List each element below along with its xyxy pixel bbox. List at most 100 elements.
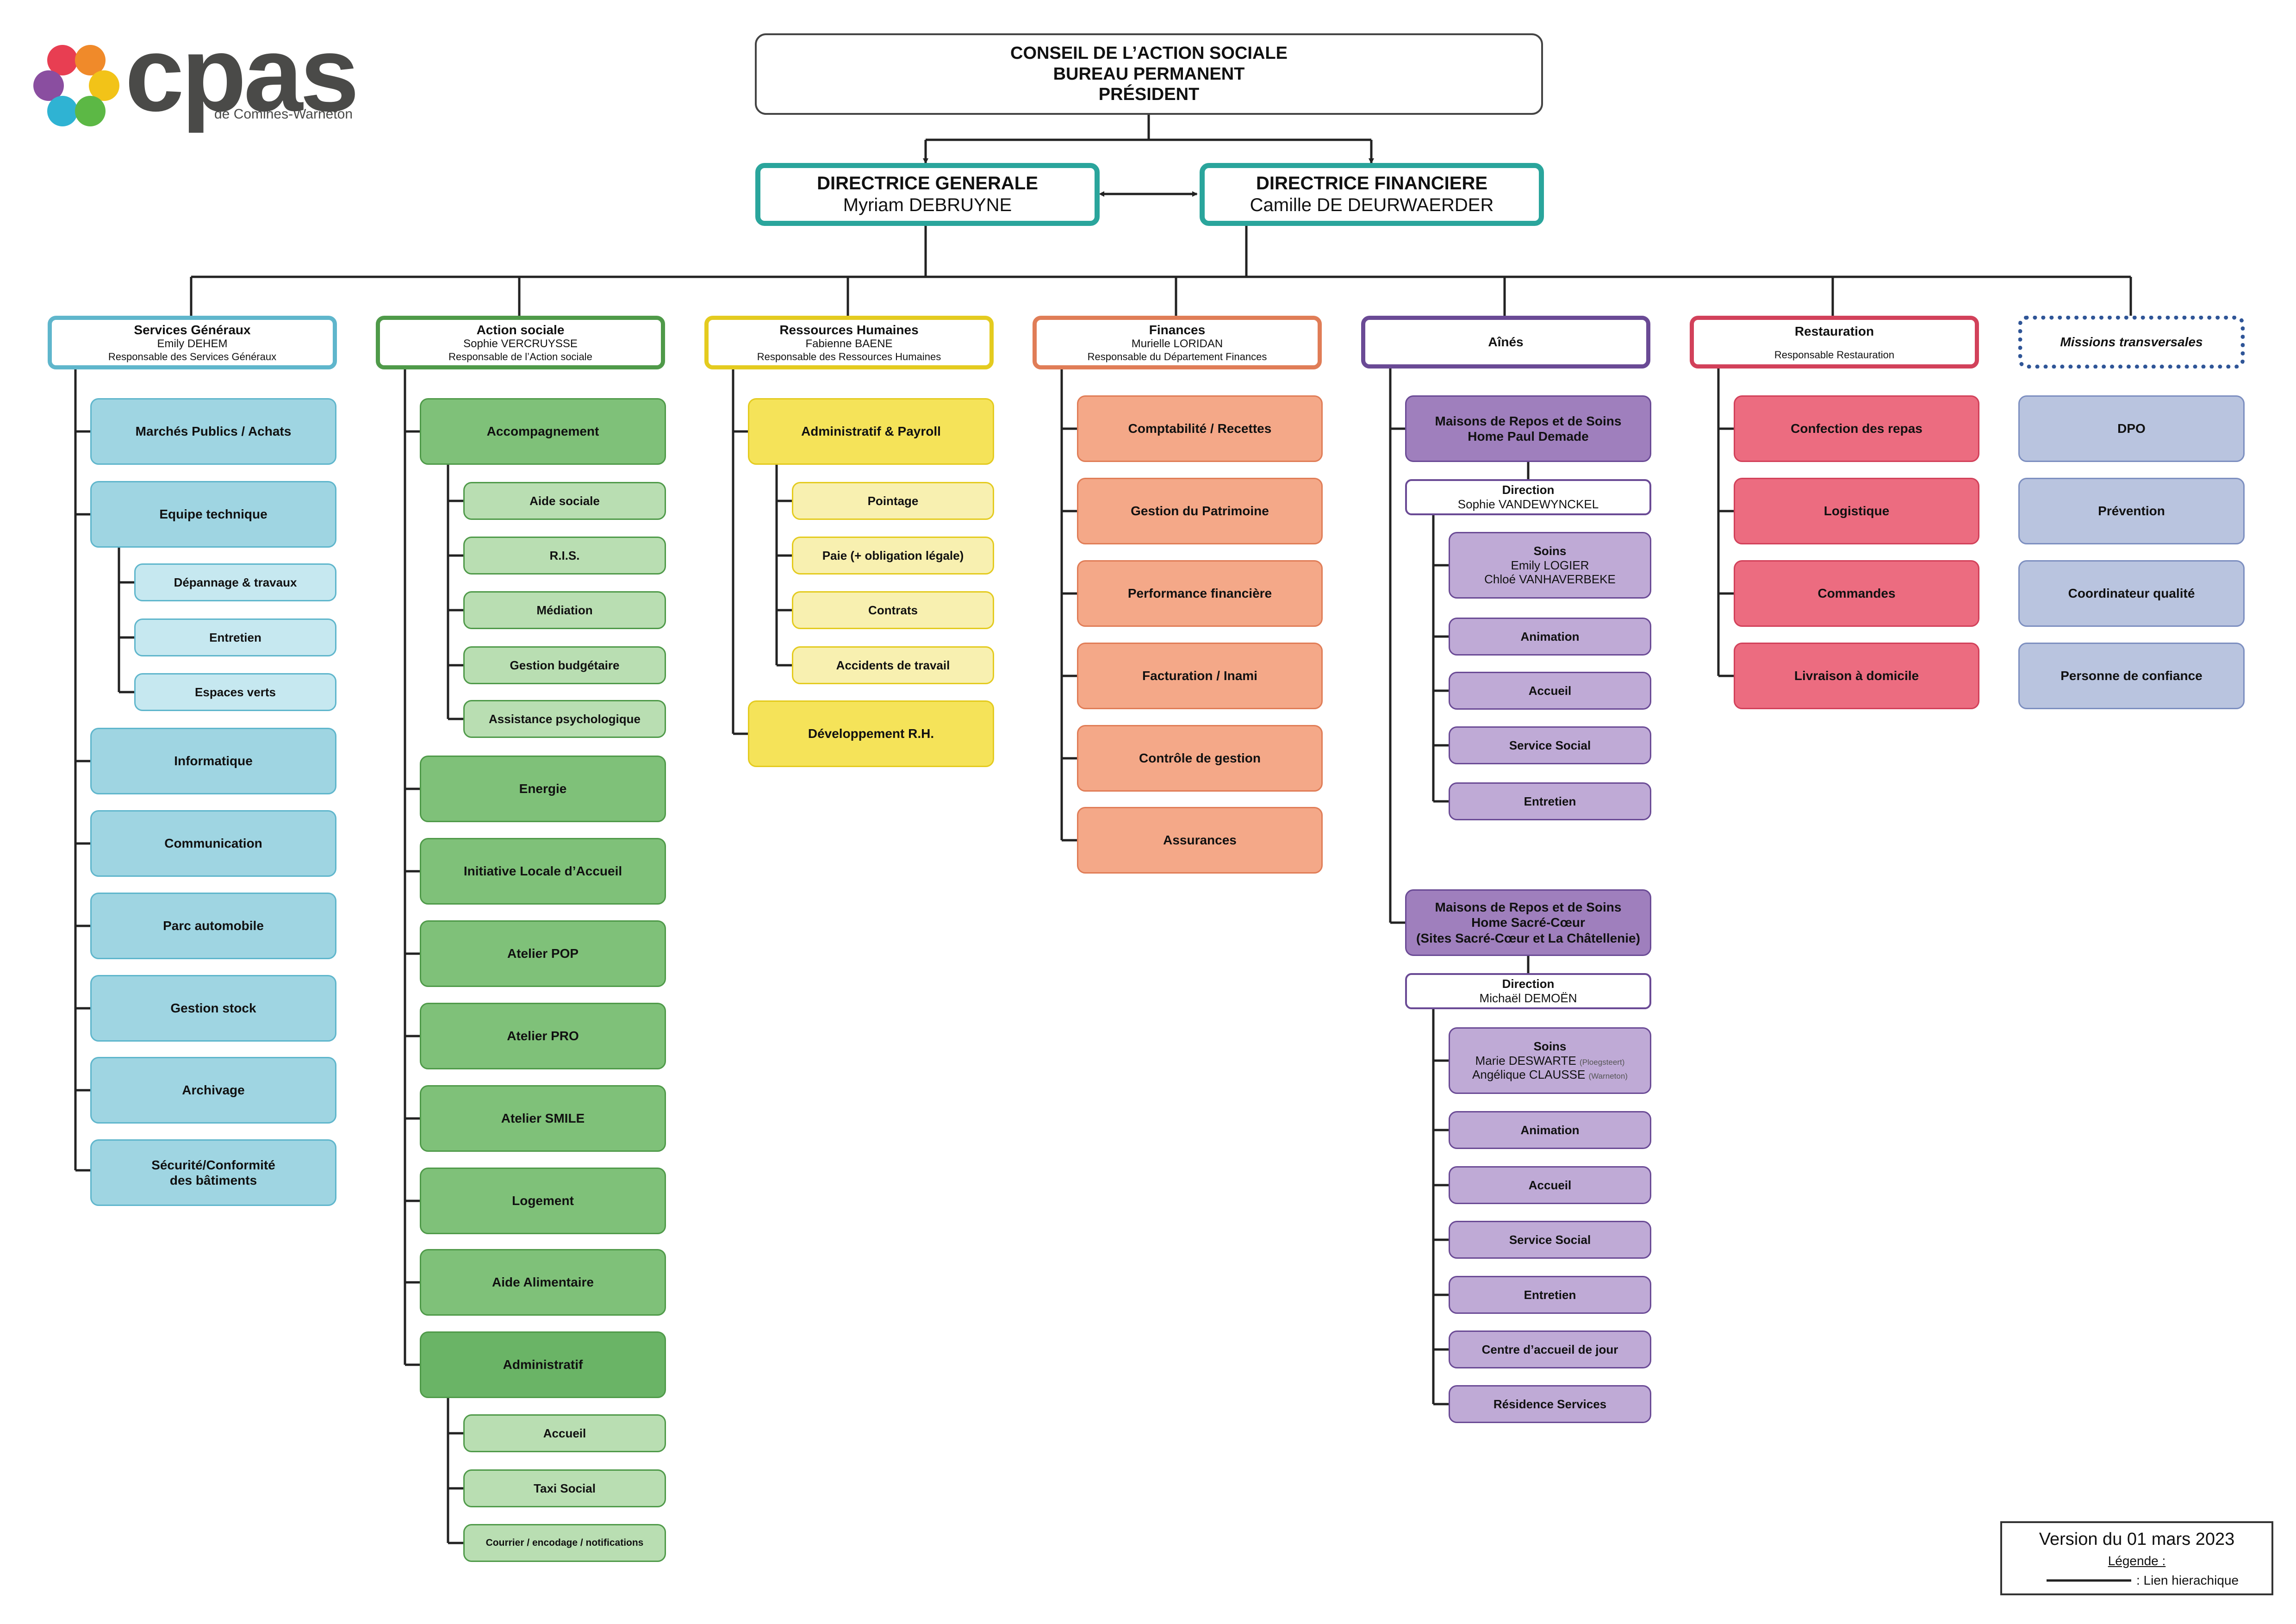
sg-gestion-stock: Gestion stock xyxy=(90,975,336,1042)
aines-home1-soins: Soins Emily LOGIER Chloé VANHAVERBEKE xyxy=(1449,532,1651,599)
mt-coordinateur-qualite: Coordinateur qualité xyxy=(2018,560,2245,627)
as-energie: Energie xyxy=(420,756,666,822)
aines-home2-entretien: Entretien xyxy=(1449,1276,1651,1314)
sg-depannage: Dépannage & travaux xyxy=(134,563,336,601)
aines-home1-animation: Animation xyxy=(1449,618,1651,656)
rest-logistique: Logistique xyxy=(1734,478,1979,544)
rh-contrats: Contrats xyxy=(792,591,994,629)
as-assistance-psychologique: Assistance psychologique xyxy=(463,700,666,738)
as-initiative-locale: Initiative Locale d’Accueil xyxy=(420,838,666,905)
rest-confection-repas: Confection des repas xyxy=(1734,395,1979,462)
as-accueil: Accueil xyxy=(463,1414,666,1452)
cpas-logo: cpas de Comines-Warneton xyxy=(30,21,359,134)
rh-paie: Paie (+ obligation légale) xyxy=(792,537,994,575)
dept-head-role: Responsable du Département Finances xyxy=(1087,350,1267,362)
dept-title: Missions transversales xyxy=(2060,335,2203,350)
mt-personne-confiance: Personne de confiance xyxy=(2018,643,2245,709)
dept-finances: Finances Murielle LORIDAN Responsable du… xyxy=(1033,316,1322,369)
rh-administratif-payroll: Administratif & Payroll xyxy=(748,398,994,465)
directrice-financiere-name: Camille DE DEURWAERDER xyxy=(1250,195,1494,215)
sg-equipe-technique: Equipe technique xyxy=(90,481,336,548)
mt-prevention: Prévention xyxy=(2018,478,2245,544)
dept-aines: Aînés xyxy=(1361,316,1650,369)
as-gestion-budgetaire: Gestion budgétaire xyxy=(463,646,666,684)
as-mediation: Médiation xyxy=(463,591,666,629)
flower-petals-icon xyxy=(33,45,119,126)
dept-head-name: Fabienne BAENE xyxy=(805,337,893,350)
as-atelier-pop: Atelier POP xyxy=(420,920,666,987)
aines-home2-soins: Soins Marie DESWARTE (Ploegsteert) Angél… xyxy=(1449,1027,1651,1094)
dept-head-name: Murielle LORIDAN xyxy=(1131,337,1223,350)
aines-home2-centre-accueil-jour: Centre d’accueil de jour xyxy=(1449,1330,1651,1368)
as-aide-sociale: Aide sociale xyxy=(463,482,666,520)
as-atelier-smile: Atelier SMILE xyxy=(420,1085,666,1152)
sg-archivage: Archivage xyxy=(90,1057,336,1124)
top-line-2: BUREAU PERMANENT xyxy=(1053,64,1245,84)
as-ris: R.I.S. xyxy=(463,537,666,575)
fin-controle-gestion: Contrôle de gestion xyxy=(1077,725,1323,792)
as-administratif: Administratif xyxy=(420,1331,666,1398)
sg-parc-automobile: Parc automobile xyxy=(90,893,336,959)
fin-facturation: Facturation / Inami xyxy=(1077,643,1323,709)
directrice-financiere-box: DIRECTRICE FINANCIERE Camille DE DEURWAE… xyxy=(1200,163,1544,226)
sg-marches-publics: Marchés Publics / Achats xyxy=(90,398,336,465)
as-courrier: Courrier / encodage / notifications xyxy=(463,1524,666,1562)
aines-home1-service-social: Service Social xyxy=(1449,726,1651,764)
directrice-financiere-title: DIRECTRICE FINANCIERE xyxy=(1256,173,1488,194)
dept-missions-transversales: Missions transversales xyxy=(2018,316,2245,369)
aines-home2-accueil: Accueil xyxy=(1449,1166,1651,1204)
dept-title: Aînés xyxy=(1488,335,1524,350)
legend-item: : Lien hierachique xyxy=(2136,1573,2239,1587)
aines-home1-accueil: Accueil xyxy=(1449,672,1651,710)
version-text: Version du 01 mars 2023 xyxy=(2039,1530,2235,1549)
as-taxi-social: Taxi Social xyxy=(463,1469,666,1507)
dept-title: Action sociale xyxy=(476,323,565,337)
aines-home2-animation: Animation xyxy=(1449,1111,1651,1149)
logo-subtitle: de Comines-Warneton xyxy=(214,106,353,122)
rest-commandes: Commandes xyxy=(1734,560,1979,627)
as-atelier-pro: Atelier PRO xyxy=(420,1003,666,1069)
as-logement: Logement xyxy=(420,1168,666,1234)
dept-title: Restauration xyxy=(1794,324,1874,338)
rh-accidents-travail: Accidents de travail xyxy=(792,646,994,684)
top-line-1: CONSEIL DE L’ACTION SOCIALE xyxy=(1010,43,1288,63)
fin-comptabilite: Comptabilité / Recettes xyxy=(1077,395,1323,462)
sg-espaces-verts: Espaces verts xyxy=(134,673,336,711)
dept-head-role: Responsable des Ressources Humaines xyxy=(757,350,941,362)
sg-entretien: Entretien xyxy=(134,618,336,656)
rest-livraison: Livraison à domicile xyxy=(1734,643,1979,709)
dept-ressources-humaines: Ressources Humaines Fabienne BAENE Respo… xyxy=(704,316,994,369)
directrice-generale-box: DIRECTRICE GENERALE Myriam DEBRUYNE xyxy=(755,163,1100,226)
rh-developpement: Développement R.H. xyxy=(748,700,994,767)
dept-head-name: Emily DEHEM xyxy=(157,337,228,350)
dept-title: Ressources Humaines xyxy=(779,323,919,337)
rh-pointage: Pointage xyxy=(792,482,994,520)
legend-title: Légende : xyxy=(2108,1554,2166,1568)
aines-home2-service-social: Service Social xyxy=(1449,1221,1651,1259)
as-accompagnement: Accompagnement xyxy=(420,398,666,465)
top-line-3: PRÉSIDENT xyxy=(1098,85,1200,105)
fin-assurances: Assurances xyxy=(1077,807,1323,874)
logo-word: cpas xyxy=(125,14,359,133)
directrice-generale-name: Myriam DEBRUYNE xyxy=(843,195,1012,215)
dept-action-sociale: Action sociale Sophie VERCRUYSSE Respons… xyxy=(376,316,665,369)
mt-dpo: DPO xyxy=(2018,395,2245,462)
dept-head-name: Sophie VERCRUYSSE xyxy=(463,337,578,350)
dept-head-role: Responsable Restauration xyxy=(1774,349,1895,361)
aines-home1-entretien: Entretien xyxy=(1449,782,1651,820)
fin-performance: Performance financière xyxy=(1077,560,1323,627)
dept-restauration: Restauration Responsable Restauration xyxy=(1690,316,1979,369)
dept-title: Finances xyxy=(1149,323,1206,337)
conseil-box: CONSEIL DE L’ACTION SOCIALE BUREAU PERMA… xyxy=(755,33,1543,115)
dept-head-role: Responsable des Services Généraux xyxy=(108,350,277,362)
sg-informatique: Informatique xyxy=(90,728,336,794)
directrice-generale-title: DIRECTRICE GENERALE xyxy=(817,173,1038,194)
dept-title: Services Généraux xyxy=(134,323,251,337)
dept-head-role: Responsable de l’Action sociale xyxy=(448,350,592,362)
sg-communication: Communication xyxy=(90,810,336,877)
